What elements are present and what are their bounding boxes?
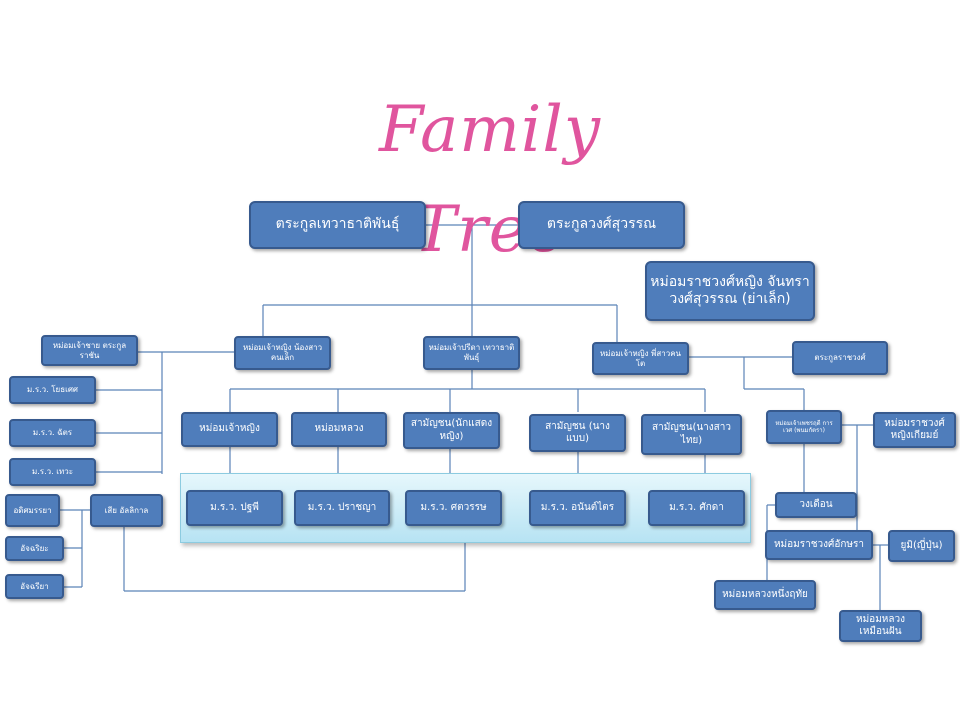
node-child-thai-lady: สามัญชน(นางสาว ไทย) <box>641 414 742 455</box>
node-princess-consort: หม่อมเจ้าปรีดา เทวาธาติพันธุ์ <box>423 336 520 370</box>
node-child-model: สามัญชน (นางแบบ) <box>529 414 626 452</box>
node-top-right-family: ตระกูลวงศ์สุวรรณ <box>518 201 685 249</box>
node-adit: อดิศมรรยา <box>5 494 60 527</box>
node-gc-pruek: ม.ร.ว. ปฐพี <box>186 490 283 526</box>
diagram-title: Family Tree <box>379 93 601 267</box>
node-grandmother: หม่อมราชวงศ์หญิง จันทรา วงศ์สุวรรณ (ย่าเ… <box>645 261 815 321</box>
node-ml-muean: หม่อมหลวง เหมือนฝัน <box>839 610 922 642</box>
node-mr-woman-noble: หม่อมราชวงศ์ หญิงเกียมย์ <box>873 412 956 448</box>
node-princess-younger: หม่อมเจ้าหญิง น้องสาวคนเล็ก <box>234 336 331 370</box>
node-achira: อัจฉริยะ <box>5 536 64 561</box>
node-mr-thewa: ม.ร.ว. เทวะ <box>9 458 96 486</box>
node-child-mom-luang: หม่อมหลวง <box>291 412 387 447</box>
node-child-actress: สามัญชน(นักแสดง หญิง) <box>403 412 500 449</box>
node-child-princess: หม่อมเจ้าหญิง <box>181 412 278 447</box>
node-mr-akkara: หม่อมราชวงศ์อักษรา <box>765 530 873 560</box>
node-gc-anan: ม.ร.ว. อนันต์ไตร <box>529 490 626 526</box>
node-top-left-family: ตระกูลเทวาธาติพันธุ์ <box>249 201 426 249</box>
node-princess-phetrudee: หม่อมเจ้าเพชรฤดี การเวศ (พนมกัตรา) <box>766 410 842 444</box>
node-mr-chatchai: ม.ร.ว. ฉัตร <box>9 419 96 447</box>
node-yumi: ยูมิ(ญี่ปุ่น) <box>888 530 955 562</box>
node-sia: เสีย อัลลิกาล <box>90 494 163 527</box>
node-gc-sakda: ม.ร.ว. ศักดา <box>648 490 745 526</box>
node-wongduean: วงเดือน <box>775 492 857 518</box>
node-prince-ratchan: หม่อมเจ้าชาย ตระกูลราชัน <box>41 335 138 366</box>
node-gc-pratya: ม.ร.ว. ปราชญา <box>294 490 390 526</box>
node-ml-nueng: หม่อมหลวงหนึ่งฤทัย <box>714 580 816 610</box>
node-ratchawong-clan: ตระกูลราชวงศ์ <box>792 341 888 375</box>
node-achiraa: อัจฉรียา <box>5 574 64 599</box>
node-gc-sawat: ม.ร.ว. ศตวรรษ <box>405 490 502 526</box>
node-princess-elder: หม่อมเจ้าหญิง พี่สาวคนโต <box>592 342 689 375</box>
node-mr-yodsak: ม.ร.ว. โยธเศศ <box>9 376 96 404</box>
